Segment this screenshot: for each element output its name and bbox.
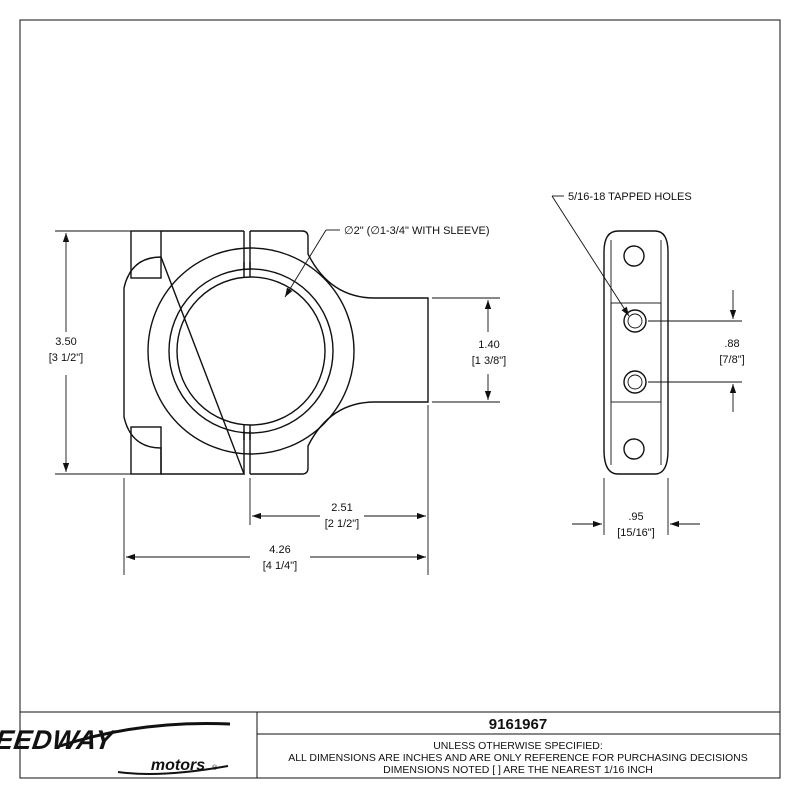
sleeve-outer [168, 268, 334, 434]
bore-callout: ∅2" (∅1-3/4" WITH SLEEVE) [344, 225, 490, 237]
dim-thickness-fraction: [15/16"] [617, 527, 655, 539]
side-flat [610, 302, 662, 403]
side-view [603, 230, 669, 475]
part-number: 9161967 [489, 716, 547, 733]
dim-boss-decimal: 1.40 [478, 339, 499, 351]
dimension-labels: 3.50 [3 1/2"] 1.40 [1 3/8"] 2.51 [2 1/2"… [49, 191, 745, 572]
dimension-lines [55, 195, 742, 575]
dim-thickness-decimal: .95 [628, 511, 643, 523]
dim-hole-spacing-fraction: [7/8"] [719, 354, 744, 366]
drawing-border [19, 19, 781, 779]
logo-subline: motors [151, 757, 205, 774]
title-block: 9161967 UNLESS OTHERWISE SPECIFIED: ALL … [0, 711, 780, 778]
dim-split-fraction: [2 1/2"] [325, 518, 359, 530]
bore [176, 276, 326, 426]
bottom-left-ear [130, 426, 162, 475]
note-line-2: ALL DIMENSIONS ARE INCHES AND ARE ONLY R… [288, 752, 748, 764]
top-left-ear [130, 230, 162, 279]
dim-width-decimal: 4.26 [269, 544, 290, 556]
tapped-hole-2 [623, 370, 647, 394]
logo-wordmark: SPEEDWAY [0, 724, 118, 755]
mount-hole-bottom [623, 438, 645, 460]
mount-hole-top [623, 245, 645, 267]
dim-hole-spacing-decimal: .88 [724, 338, 739, 350]
speedway-logo: SPEEDWAY motors ® [0, 721, 231, 775]
front-view [123, 230, 429, 475]
side-outline [603, 230, 669, 475]
dim-split-decimal: 2.51 [331, 502, 352, 514]
dim-height-decimal: 3.50 [55, 336, 76, 348]
dim-boss-fraction: [1 3/8"] [472, 355, 506, 367]
note-line-1: UNLESS OTHERWISE SPECIFIED: [433, 740, 603, 752]
dim-height-fraction: [3 1/2"] [49, 352, 83, 364]
tapped-hole-1 [623, 309, 647, 333]
holes-callout: 5/16-18 TAPPED HOLES [568, 191, 692, 203]
clamp-outline [123, 230, 429, 475]
dim-width-fraction: [4 1/4"] [263, 560, 297, 572]
clamp-body-outer [147, 247, 355, 455]
note-line-3: DIMENSIONS NOTED [ ] ARE THE NEAREST 1/1… [383, 764, 653, 776]
